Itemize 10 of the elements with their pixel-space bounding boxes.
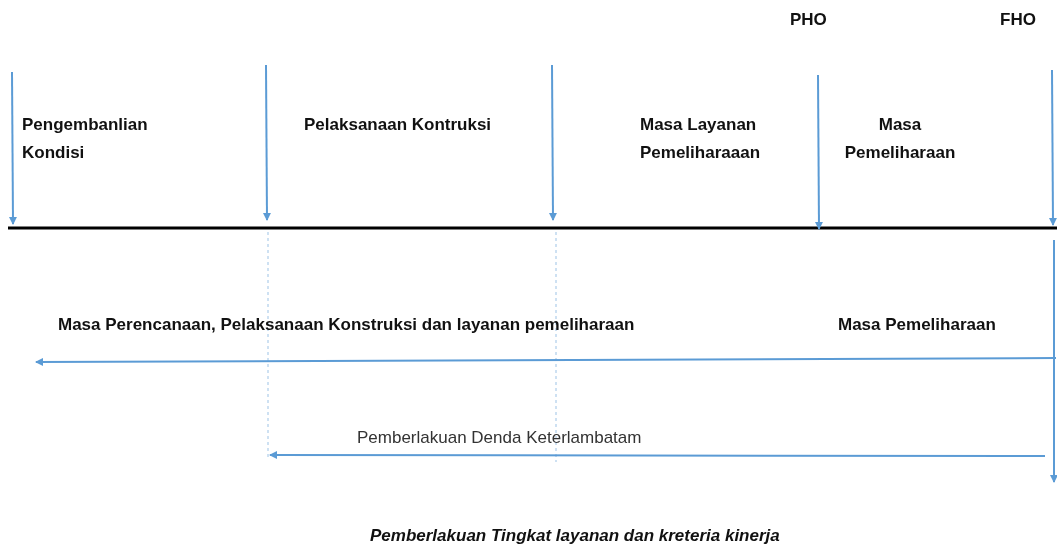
phase-label: Masa Layanan Pemeliharaaan — [640, 114, 761, 164]
phase-label: Pelaksanaan Kontruksi — [304, 114, 492, 136]
milestone-label: PHO — [790, 9, 827, 31]
milestone-label: FHO — [1000, 9, 1036, 31]
caption: Pemberlakuan Tingkat layanan dan kreteria kinerja — [370, 525, 780, 547]
period-label: Masa Perencanaan, Pelaksanaan Konstruksi dan layanan pemeliharaan — [58, 314, 635, 336]
period-label: Pemberlakuan Denda Keterlambatam — [357, 427, 642, 449]
period-label: Masa Pemeliharaan — [838, 314, 996, 336]
phase-label: Masa Pemeliharaan — [843, 114, 957, 164]
phase-label: Pengembanlian Kondisi — [22, 114, 149, 164]
